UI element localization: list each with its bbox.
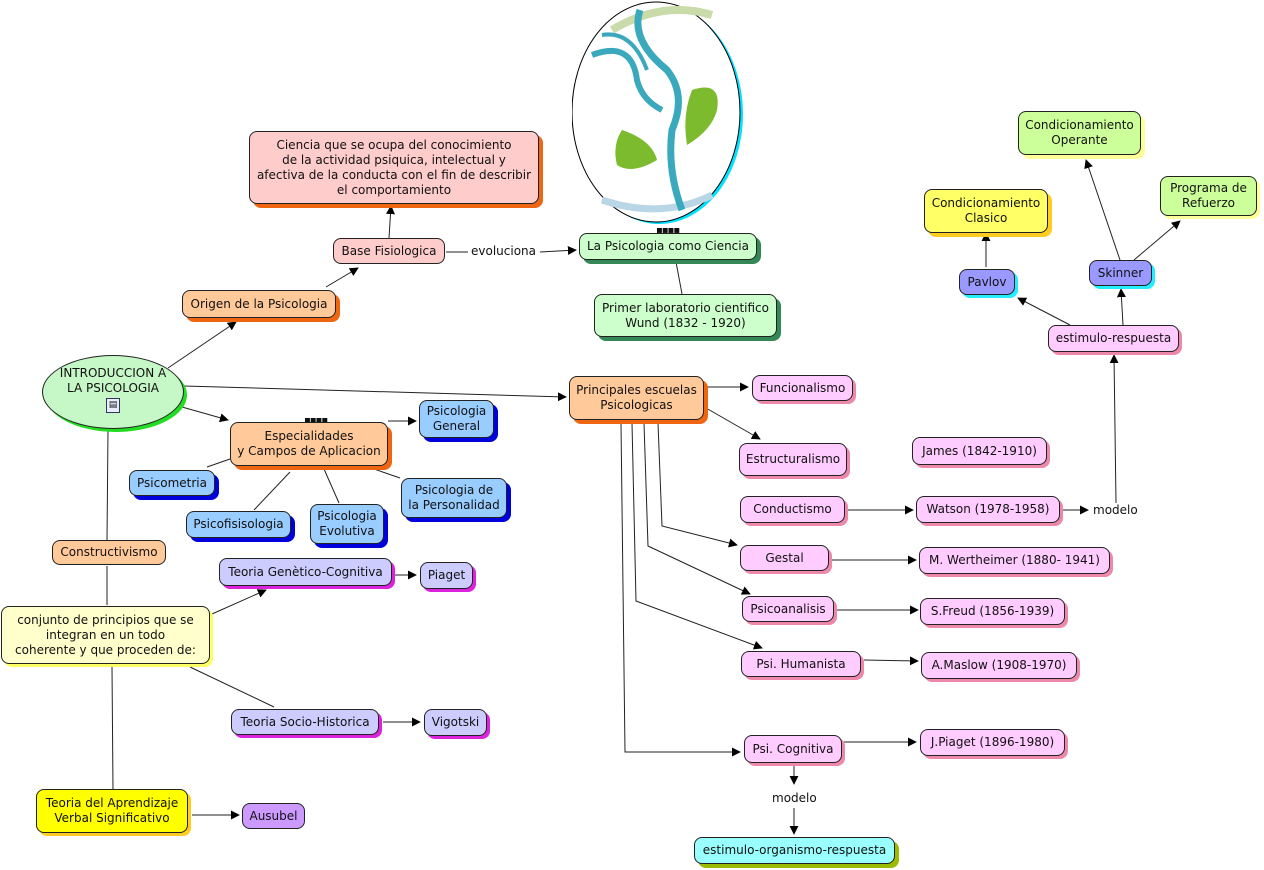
- estimulo-respuesta-node[interactable]: estimulo-respuesta: [1048, 325, 1179, 352]
- freud-node[interactable]: S.Freud (1856-1939): [920, 598, 1065, 625]
- base-fisiologica-node[interactable]: Base Fisiologica: [333, 238, 445, 264]
- teoria-socio-node[interactable]: Teoria Socio-Historica: [231, 709, 379, 735]
- humanista-node[interactable]: Psi. Humanista: [741, 651, 861, 677]
- intro-label: INTRODUCCION A LA PSICOLOGIA: [59, 365, 167, 395]
- estructuralismo-node[interactable]: Estructuralismo: [739, 443, 847, 476]
- evoluciona-label: evoluciona: [468, 244, 539, 258]
- piaget-node[interactable]: Piaget: [420, 562, 473, 589]
- watson-node[interactable]: Watson (1978-1958): [916, 496, 1060, 523]
- conductismo-node[interactable]: Conductismo: [740, 496, 845, 523]
- psicoanalisis-node[interactable]: Psicoanalisis: [742, 596, 834, 622]
- expand-dots[interactable]: ▪▪▪▪: [304, 415, 328, 426]
- psicologia-ciencia-node[interactable]: La Psicologia como Ciencia: [579, 233, 757, 260]
- pavlov-node[interactable]: Pavlov: [959, 269, 1015, 295]
- condicionamiento-clasico-node[interactable]: Condicionamiento Clasico: [924, 189, 1048, 233]
- skinner-node[interactable]: Skinner: [1089, 260, 1152, 286]
- intro-node[interactable]: INTRODUCCION A LA PSICOLOGIA ▤: [42, 355, 184, 429]
- constructivismo-node[interactable]: Constructivismo: [52, 540, 166, 565]
- psicologia-general-node[interactable]: Psicologia General: [419, 400, 494, 438]
- teoria-genetica-node[interactable]: Teoria Genètico-Cognitiva: [219, 558, 392, 586]
- expand-dots[interactable]: ▪▪▪▪: [656, 225, 680, 236]
- ausubel-node[interactable]: Ausubel: [242, 803, 305, 829]
- estimulo-organismo-respuesta-node[interactable]: estimulo-organismo-respuesta: [694, 837, 895, 864]
- james-node[interactable]: James (1842-1910): [912, 437, 1047, 465]
- funcionalismo-node[interactable]: Funcionalismo: [752, 375, 853, 401]
- cognitiva-node[interactable]: Psi. Cognitiva: [744, 735, 842, 763]
- teoria-aprendizaje-node[interactable]: Teoria del Aprendizaje Verbal Significat…: [36, 789, 188, 833]
- maslow-node[interactable]: A.Maslow (1908-1970): [921, 652, 1077, 679]
- jpiaget-node[interactable]: J.Piaget (1896-1980): [920, 729, 1065, 756]
- especialidades-node[interactable]: Especialidades y Campos de Aplicacion: [230, 422, 388, 466]
- origen-node[interactable]: Origen de la Psicologia: [182, 290, 336, 318]
- programa-refuerzo-node[interactable]: Programa de Refuerzo: [1160, 176, 1257, 216]
- condicionamiento-operante-node[interactable]: Condicionamiento Operante: [1018, 111, 1141, 155]
- psicologia-evolutiva-node[interactable]: Psicologia Evolutiva: [310, 504, 384, 544]
- wertheimer-node[interactable]: M. Wertheimer (1880- 1941): [919, 547, 1110, 574]
- ciencia-definition-node[interactable]: Ciencia que se ocupa del conocimiento de…: [249, 131, 539, 204]
- modelo-label-cognitiva: modelo: [769, 791, 820, 805]
- psi-leaf-logo: [572, 1, 743, 224]
- gestal-node[interactable]: Gestal: [740, 545, 829, 571]
- psicometria-node[interactable]: Psicometria: [129, 470, 215, 496]
- vigotski-node[interactable]: Vigotski: [424, 709, 487, 736]
- conjunto-principios-node[interactable]: conjunto de principios que se integran e…: [1, 606, 210, 664]
- escuelas-node[interactable]: Principales escuelas Psicologicas: [569, 376, 704, 420]
- modelo-label-watson: modelo: [1090, 503, 1141, 517]
- psicologia-personalidad-node[interactable]: Psicologia de la Personalidad: [401, 478, 507, 518]
- document-icon[interactable]: ▤: [106, 397, 120, 413]
- psicofisiologia-node[interactable]: Psicofisisologia: [186, 511, 291, 538]
- laboratorio-node[interactable]: Primer laboratorio cientifico Wund (1832…: [594, 294, 777, 337]
